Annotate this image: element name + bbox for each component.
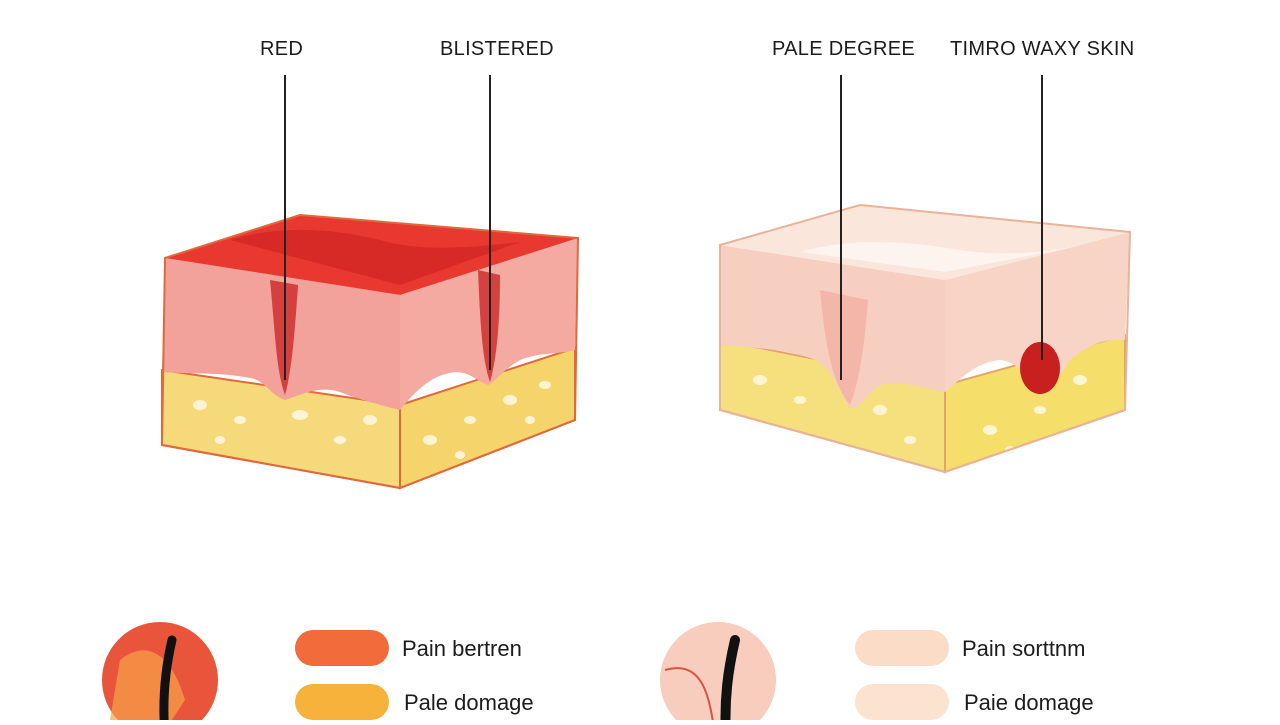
right-dermis-side [945,232,1130,392]
right-fat-speckles [753,375,1087,454]
callout-pale-degree: PALE DEGREE [772,38,915,60]
legend-label-pale-domage: Pale domage [404,690,534,715]
leader-lines [284,75,1043,380]
right-surface-highlight [800,242,1100,272]
pale-burn-circle-icon [660,622,776,725]
callout-red: RED [260,38,304,60]
right-wound-spot [1020,342,1060,394]
legend-label-paie-domage: Paie domage [964,690,1094,715]
right-channel-1 [820,290,868,405]
callout-blistered: BLISTERED [440,38,554,60]
callout-waxy-skin: TIMRO WAXY SKIN [950,38,1135,60]
legend-swatch-paie-domage [855,684,949,720]
red-burn-circle-icon [102,622,218,725]
legend-label-pain-sorttnm: Pain sorttnm [962,636,1086,661]
pale-skin-block [719,203,1132,474]
left-block-outline [160,213,580,490]
left-fat-speckles [193,381,551,459]
legend-swatch-pain-bertren [295,630,389,666]
legend-swatch-pain-sorttnm [855,630,949,666]
right-block-outline [719,203,1132,474]
red-skin-block [160,213,580,490]
right-pale-surface [720,205,1130,280]
left-burn-dark [230,229,520,285]
legend-label-pain-bertren: Pain bertren [402,636,522,661]
legend-swatch-pale-domage [295,684,389,720]
